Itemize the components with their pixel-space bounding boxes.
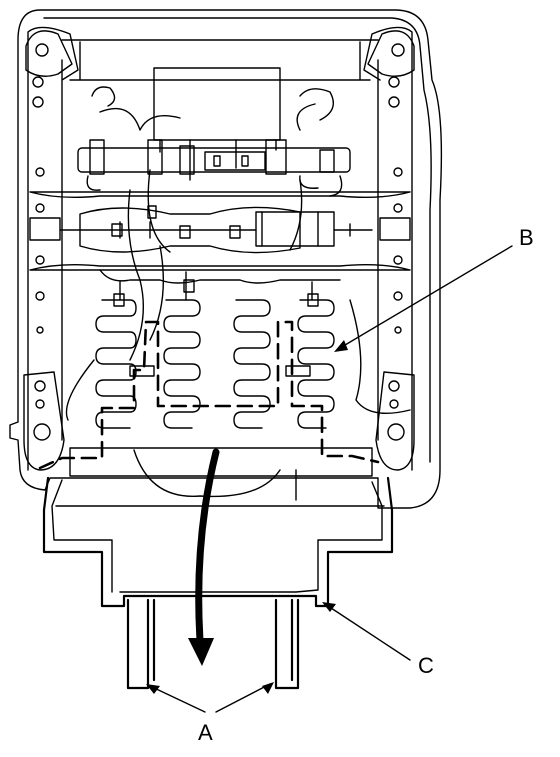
bar-end-fitting	[380, 218, 410, 240]
leader-c	[328, 606, 410, 660]
removal-dash-path	[40, 322, 378, 468]
frame-hole	[390, 400, 398, 408]
frame-hole	[388, 424, 404, 440]
left-leg	[128, 600, 154, 688]
motor-details	[60, 212, 372, 246]
frame-hole	[34, 424, 50, 440]
frame-hole	[36, 204, 44, 212]
removal-direction-arrow	[188, 452, 216, 666]
connector-pin	[242, 156, 248, 166]
frame-hole	[395, 327, 401, 333]
callout-label-b: B	[519, 225, 534, 250]
spring-clip	[308, 294, 318, 306]
front-board	[44, 478, 392, 606]
left-frame-rail	[28, 27, 78, 470]
control-module	[154, 68, 280, 140]
frame-hole	[394, 204, 402, 212]
bar-clip	[180, 226, 190, 238]
leader-b	[340, 246, 512, 348]
connector	[205, 152, 265, 170]
right-frame-bracket-top	[368, 31, 414, 76]
frame-hole	[389, 381, 399, 391]
spring-3	[234, 300, 270, 428]
frame-hole	[36, 256, 44, 264]
frame-hole	[37, 327, 43, 333]
left-frame-bracket-top	[26, 31, 72, 76]
bar-end-fitting	[30, 218, 60, 240]
right-leg	[276, 600, 298, 688]
connector-pin	[214, 156, 220, 166]
bar-clip	[112, 224, 122, 236]
frame-hole	[36, 292, 44, 300]
bar-clip	[148, 206, 156, 218]
cross-bar-shape	[80, 207, 300, 252]
spring-1	[96, 300, 136, 428]
connector	[180, 146, 194, 174]
front-board-inner	[52, 480, 384, 592]
callout-label-c: C	[418, 653, 434, 678]
frame-hole	[33, 97, 43, 107]
spring-wiring	[66, 170, 410, 500]
spring-2	[164, 300, 200, 428]
connector	[148, 140, 162, 174]
leader-a-right	[216, 684, 270, 712]
arrowhead-a-right	[262, 682, 274, 694]
frame-hole	[35, 381, 45, 391]
harness-bar	[78, 148, 350, 172]
frame-hole	[389, 97, 399, 107]
left-frame-bracket-bottom	[24, 372, 64, 470]
right-frame-rail	[364, 27, 412, 470]
rear-cross-panel	[62, 40, 378, 80]
arrowhead-a-left	[146, 684, 160, 694]
frame-hole	[394, 256, 402, 264]
leader-a-left	[150, 686, 205, 712]
spring-clip	[286, 366, 310, 376]
frame-hole	[389, 77, 399, 87]
frame-hole	[36, 44, 48, 56]
bar-clip	[230, 226, 240, 238]
cushion-inner-outline	[44, 18, 431, 462]
motor-unit	[256, 212, 334, 246]
spring-upper-loops	[100, 270, 340, 300]
spring-clip	[184, 280, 194, 292]
frame-hole	[33, 77, 43, 87]
connector	[266, 140, 286, 174]
connector	[320, 150, 334, 172]
connector	[90, 140, 104, 174]
frame-hole	[394, 292, 402, 300]
frame-hole	[394, 168, 402, 176]
callout-label-a: A	[198, 720, 213, 745]
frame-hole	[392, 44, 404, 56]
spring-4	[298, 300, 334, 428]
module-harness	[160, 140, 276, 180]
spring-clip	[114, 294, 124, 306]
board-top-edge	[70, 448, 372, 476]
arrowhead-b	[334, 340, 348, 352]
harness-loops	[87, 87, 341, 196]
frame-hole	[36, 400, 44, 408]
right-frame-bracket-bottom	[376, 372, 414, 470]
lateral-cross-bar	[30, 192, 410, 270]
cushion-outline	[10, 10, 441, 508]
spring-clip	[130, 366, 154, 376]
frame-hole	[36, 168, 44, 176]
arrowhead-c	[322, 602, 336, 612]
